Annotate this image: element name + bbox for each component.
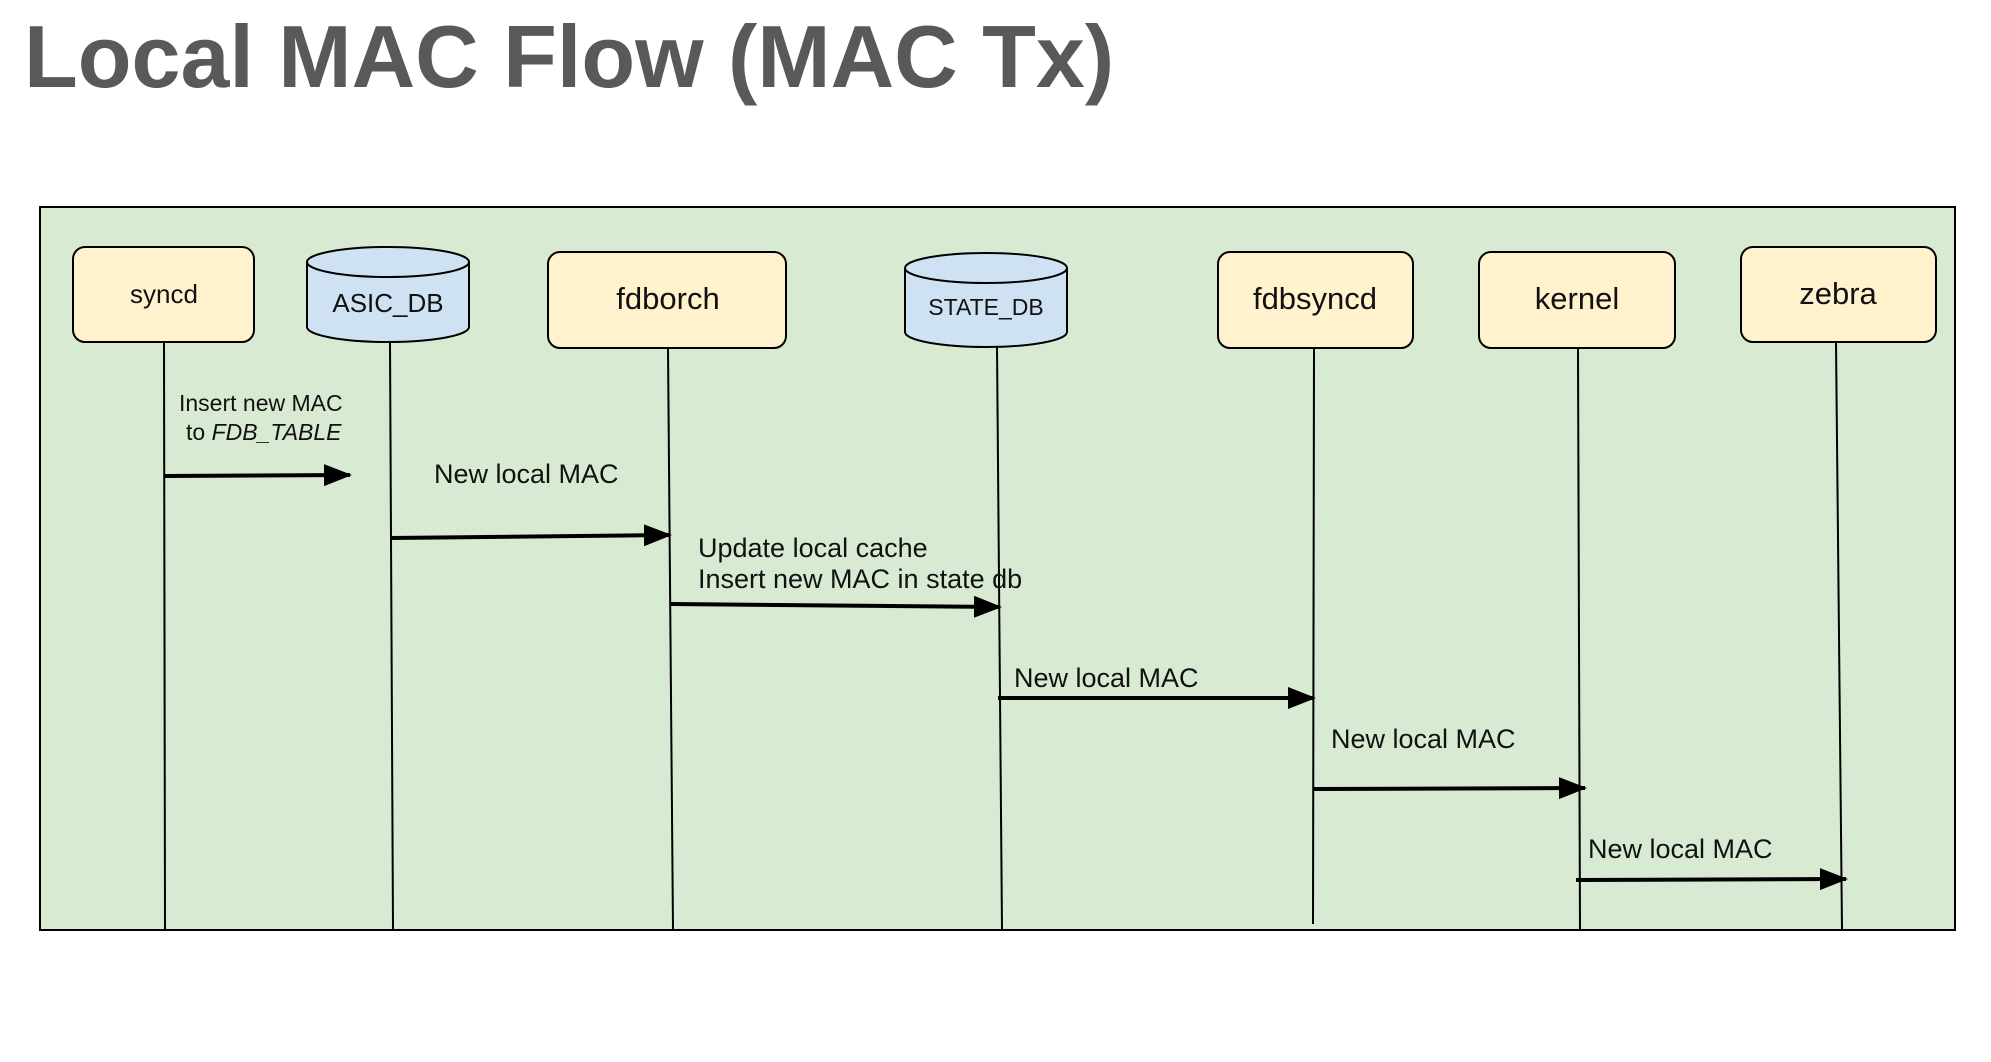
lifeline-fdborch bbox=[667, 347, 674, 931]
participant-label: syncd bbox=[130, 279, 198, 309]
lifeline-state-db bbox=[996, 345, 1003, 931]
participant-label: ASIC_DB bbox=[332, 288, 443, 318]
participant-fdborch[interactable]: fdborch bbox=[547, 251, 787, 349]
message-label: New local MAC bbox=[1014, 663, 1199, 693]
message-2: New local MAC bbox=[390, 459, 672, 547]
database-cylinder-rim bbox=[904, 267, 1068, 284]
participant-asic-db[interactable]: ASIC_DB bbox=[306, 246, 470, 343]
message-label: New local MAC bbox=[1331, 724, 1516, 754]
participant-label: fdbsyncd bbox=[1253, 281, 1377, 316]
message-label: New local MAC bbox=[434, 459, 619, 489]
lifeline-fdbsyncd bbox=[1312, 347, 1315, 925]
participant-state-db[interactable]: STATE_DB bbox=[904, 252, 1068, 348]
database-cylinder bbox=[306, 246, 470, 343]
message-label: Insert new MAC to FDB_TABLE bbox=[179, 390, 349, 445]
message-arrow bbox=[1313, 777, 1587, 800]
participant-label: fdborch bbox=[616, 281, 719, 316]
process-box bbox=[72, 246, 255, 343]
lifeline-zebra bbox=[1835, 341, 1843, 931]
message-3: Update local cache Insert new MAC in sta… bbox=[670, 533, 1022, 618]
message-arrow bbox=[1575, 868, 1848, 891]
participant-kernel[interactable]: kernel bbox=[1478, 251, 1676, 349]
participant-zebra[interactable]: zebra bbox=[1740, 246, 1937, 343]
participant-syncd[interactable]: syncd bbox=[72, 246, 255, 343]
lifeline-kernel bbox=[1577, 347, 1581, 931]
message-5: New local MAC bbox=[1313, 724, 1587, 800]
participant-fdbsyncd[interactable]: fdbsyncd bbox=[1217, 251, 1414, 349]
message-label: New local MAC bbox=[1588, 834, 1773, 864]
database-cylinder-rim bbox=[306, 261, 470, 278]
participant-label: zebra bbox=[1799, 276, 1877, 311]
message-arrow bbox=[670, 595, 1002, 618]
lifeline-syncd bbox=[163, 341, 166, 931]
process-box bbox=[1217, 251, 1414, 349]
page-title: Local MAC Flow (MAC Tx) bbox=[24, 7, 1115, 106]
message-1: Insert new MAC to FDB_TABLE bbox=[163, 390, 352, 487]
message-arrow bbox=[163, 464, 352, 487]
database-cylinder bbox=[904, 252, 1068, 348]
participant-label: kernel bbox=[1535, 281, 1619, 316]
message-6: New local MAC bbox=[1575, 834, 1848, 891]
message-arrow bbox=[390, 524, 672, 547]
process-box bbox=[1478, 251, 1676, 349]
lifeline-asic-db bbox=[389, 341, 394, 931]
process-box bbox=[547, 251, 787, 349]
process-box bbox=[1740, 246, 1937, 343]
message-4: New local MAC bbox=[998, 663, 1316, 709]
message-label: Update local cache Insert new MAC in sta… bbox=[698, 533, 1022, 594]
participant-label: STATE_DB bbox=[928, 294, 1043, 320]
